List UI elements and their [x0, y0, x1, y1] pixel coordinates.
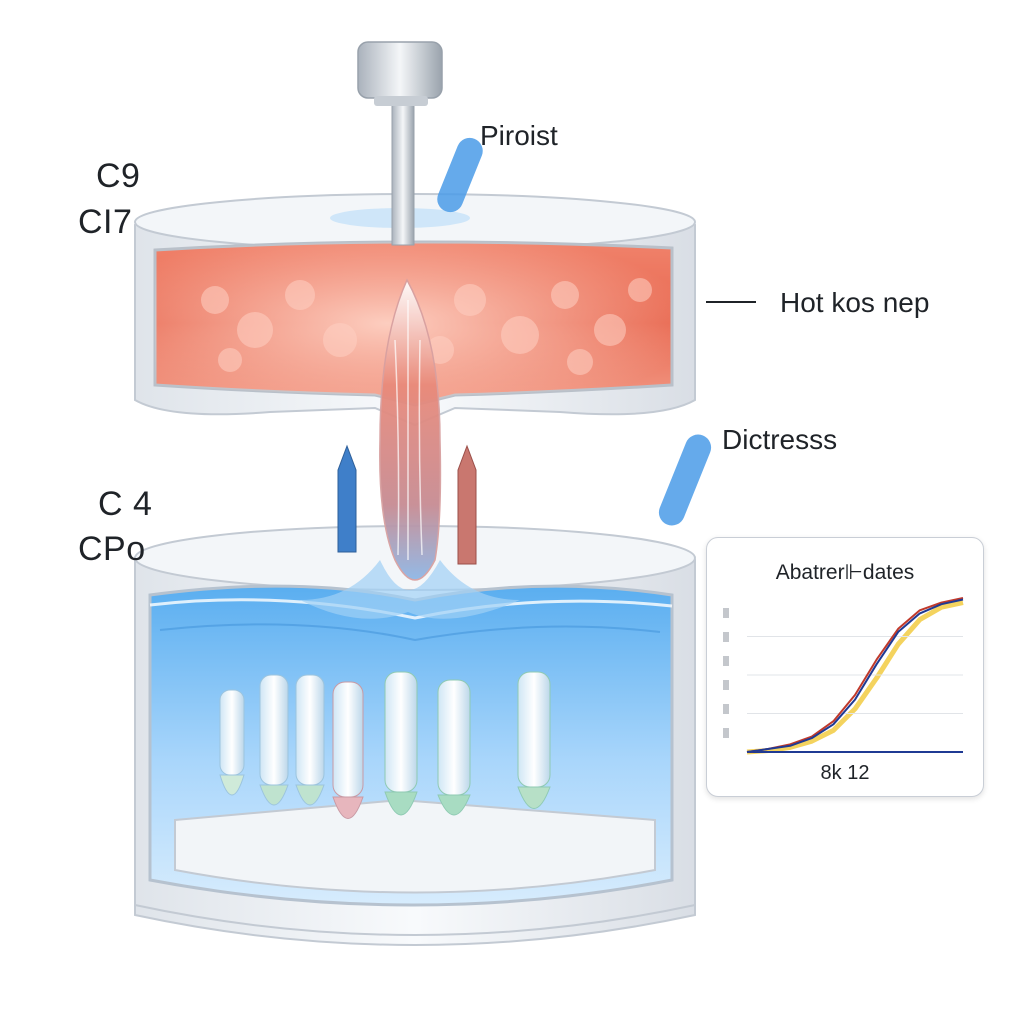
test-tube	[384, 671, 418, 816]
tube-rack	[174, 798, 656, 894]
chart-tick-mark	[723, 704, 729, 714]
label-piston: Piroist	[480, 120, 558, 151]
chart-title: Abatrer⊩dates	[775, 561, 915, 584]
blue-capsule-icon	[437, 137, 483, 213]
chart-tick-mark	[723, 608, 729, 618]
chart-series-line	[746, 598, 964, 753]
label-c9: C9	[96, 157, 141, 195]
inset-chart-panel: Abatrer⊩dates 8k 12	[706, 537, 984, 797]
chart-tick-mark	[723, 656, 729, 666]
line-chart	[723, 597, 964, 755]
test-tube	[437, 679, 471, 816]
chart-series-line	[746, 600, 964, 755]
chart-x-label: 8k 12	[820, 762, 870, 784]
test-tubes	[219, 671, 551, 819]
test-tube	[219, 689, 245, 796]
blue-capsule-icon	[658, 434, 712, 526]
test-tube	[295, 674, 325, 806]
test-tube	[259, 674, 289, 806]
blue-arrow-icon	[337, 444, 357, 553]
piston-knob	[357, 41, 443, 99]
chart-tick-mark	[723, 632, 729, 642]
heat-plume	[300, 278, 520, 619]
label-c4: C 4	[98, 485, 153, 523]
label-ci7: CI7	[78, 203, 133, 241]
label-cpo: CPo	[78, 530, 146, 568]
label-hot: Hot kos nep	[780, 287, 930, 318]
red-arrow-icon	[457, 444, 477, 565]
piston-rod	[357, 41, 443, 246]
chart-tick-mark	[723, 680, 729, 690]
test-tube	[332, 681, 364, 819]
label-distress: Dictresss	[722, 424, 838, 455]
test-tube	[517, 671, 551, 809]
chart-tick-mark	[723, 728, 729, 738]
